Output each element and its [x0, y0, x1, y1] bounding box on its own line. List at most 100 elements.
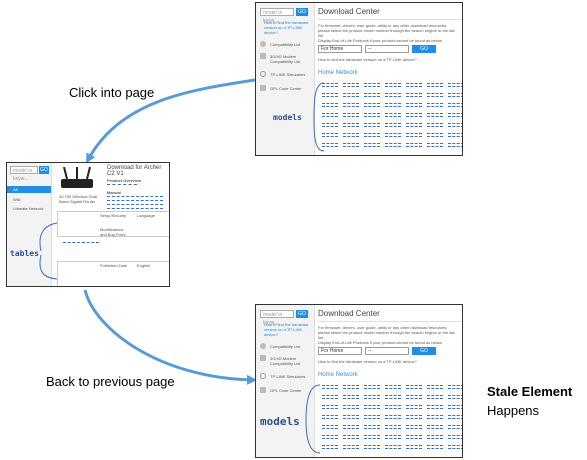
model-link[interactable]	[322, 106, 338, 108]
dc2-eol-option[interactable]: Display End-of-Life Products if your pro…	[318, 340, 442, 345]
model-link[interactable]	[427, 146, 443, 148]
dc-eol-option[interactable]: Display End-of-Life Products if your pro…	[318, 38, 442, 43]
model-link[interactable]	[448, 103, 462, 105]
model-link[interactable]	[427, 395, 443, 397]
dc-sidebar-item-compat[interactable]: Compatibility List	[270, 42, 301, 47]
model-link[interactable]	[364, 408, 380, 410]
model-link[interactable]	[343, 133, 359, 135]
model-link[interactable]	[364, 405, 380, 407]
model-link[interactable]	[322, 133, 338, 135]
model-link[interactable]	[427, 93, 443, 95]
dc2-sidebar-item-modem[interactable]: 3G/4G Modem Compatibility List	[270, 356, 301, 366]
model-link[interactable]	[322, 408, 338, 410]
model-link[interactable]	[406, 86, 422, 88]
dc2-sidebar-item-compat[interactable]: Compatibility List	[270, 344, 301, 349]
model-link[interactable]	[427, 83, 443, 85]
dc2-hw-version-link[interactable]: How to find the hardware version on a TP…	[264, 322, 309, 337]
model-link[interactable]	[406, 96, 422, 98]
model-link[interactable]	[322, 126, 338, 128]
model-link[interactable]	[448, 113, 462, 115]
model-link[interactable]	[406, 395, 422, 397]
model-link[interactable]	[385, 388, 401, 390]
dc-sidebar-item-gpl[interactable]: GPL Code Center	[270, 86, 302, 91]
model-link[interactable]	[448, 425, 462, 427]
model-link[interactable]	[427, 136, 443, 138]
model-link[interactable]	[364, 83, 380, 85]
model-link[interactable]	[343, 428, 359, 430]
model-link[interactable]	[364, 448, 380, 450]
dc2-search-input[interactable]: model or keyw...	[260, 310, 294, 326]
model-link[interactable]	[427, 388, 443, 390]
model-link[interactable]	[322, 146, 338, 148]
model-link[interactable]	[427, 106, 443, 108]
model-link[interactable]	[343, 405, 359, 407]
model-link[interactable]	[406, 146, 422, 148]
model-link[interactable]	[448, 448, 462, 450]
pp-manual-link[interactable]	[107, 196, 163, 197]
model-link[interactable]	[364, 126, 380, 128]
dc-hw-version-link[interactable]: How to find the hardware version on a TP…	[264, 20, 309, 35]
model-link[interactable]	[427, 435, 443, 437]
model-link[interactable]	[448, 438, 462, 440]
model-link[interactable]	[427, 123, 443, 125]
model-link[interactable]	[343, 448, 359, 450]
model-link[interactable]	[385, 435, 401, 437]
model-link[interactable]	[385, 418, 401, 420]
model-link[interactable]	[448, 398, 462, 400]
dc2-hardware-link[interactable]: How to find the hardware version on a TP…	[318, 359, 417, 364]
model-link[interactable]	[406, 133, 422, 135]
model-link[interactable]	[427, 405, 443, 407]
model-link[interactable]	[343, 83, 359, 85]
model-link[interactable]	[385, 415, 401, 417]
model-link[interactable]	[406, 388, 422, 390]
model-link[interactable]	[364, 385, 380, 387]
model-link[interactable]	[427, 448, 443, 450]
model-link[interactable]	[385, 126, 401, 128]
model-link[interactable]	[364, 103, 380, 105]
model-link[interactable]	[322, 83, 338, 85]
model-link[interactable]	[406, 418, 422, 420]
model-link[interactable]	[322, 116, 338, 118]
dc2-model-select[interactable]: --	[365, 347, 409, 355]
model-link[interactable]	[448, 133, 462, 135]
model-link[interactable]	[406, 435, 422, 437]
model-link[interactable]	[322, 415, 338, 417]
model-link[interactable]	[364, 146, 380, 148]
model-link[interactable]	[448, 405, 462, 407]
model-link[interactable]	[448, 123, 462, 125]
model-link[interactable]	[448, 116, 462, 118]
model-link[interactable]	[364, 445, 380, 447]
model-link[interactable]	[343, 143, 359, 145]
model-link[interactable]	[385, 405, 401, 407]
model-link[interactable]	[427, 398, 443, 400]
model-link[interactable]	[427, 143, 443, 145]
model-link[interactable]	[322, 385, 338, 387]
model-link[interactable]	[322, 93, 338, 95]
model-link[interactable]	[448, 126, 462, 128]
model-link[interactable]	[385, 116, 401, 118]
model-link[interactable]	[322, 418, 338, 420]
model-link[interactable]	[364, 418, 380, 420]
model-link[interactable]	[448, 408, 462, 410]
model-link[interactable]	[322, 435, 338, 437]
model-link[interactable]	[364, 388, 380, 390]
model-link[interactable]	[322, 123, 338, 125]
model-link[interactable]	[322, 86, 338, 88]
model-link[interactable]	[385, 136, 401, 138]
model-link[interactable]	[364, 86, 380, 88]
model-link[interactable]	[448, 435, 462, 437]
model-link[interactable]	[343, 445, 359, 447]
model-link[interactable]	[448, 93, 462, 95]
model-link[interactable]	[448, 96, 462, 98]
model-link[interactable]	[343, 116, 359, 118]
model-link[interactable]	[406, 448, 422, 450]
dc2-search-go-button[interactable]: GO	[296, 310, 308, 318]
model-link[interactable]	[364, 106, 380, 108]
model-link[interactable]	[343, 395, 359, 397]
dc-category-select[interactable]: For Home	[318, 45, 362, 53]
model-link[interactable]	[427, 86, 443, 88]
model-link[interactable]	[343, 146, 359, 148]
model-link[interactable]	[448, 428, 462, 430]
model-link[interactable]	[385, 428, 401, 430]
model-link[interactable]	[406, 428, 422, 430]
